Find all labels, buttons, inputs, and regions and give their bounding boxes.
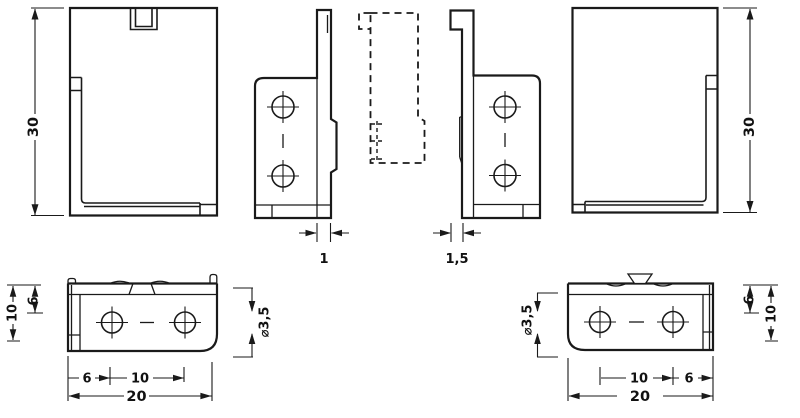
front-right-height-label: 30 <box>742 117 758 137</box>
front-right-height-dim-lines <box>723 7 757 214</box>
side-right-hole-crosshairs <box>489 91 521 192</box>
side-right-view: 1,5 <box>433 9 542 267</box>
front-left-view: 30 <box>26 6 219 217</box>
front-right-outline <box>571 6 719 214</box>
side-right-details <box>459 75 540 218</box>
front-right-view: 30 <box>571 6 758 214</box>
top-right-flange-depth-label: 6 <box>743 295 758 304</box>
side-right-thickness-label: 1,5 <box>445 252 468 267</box>
center-hidden-view <box>358 12 426 164</box>
top-left-depth-label: 10 <box>6 304 21 322</box>
top-right-hole-spacing-label: 10 <box>630 372 648 387</box>
top-left-edge-details <box>68 285 81 351</box>
side-right-dim-arrowheads <box>440 229 474 237</box>
side-right-thickness-dim-lines <box>433 223 481 242</box>
top-left-outline <box>66 282 219 353</box>
top-right-edge-to-hole-label: 6 <box>684 372 693 387</box>
top-right-edge-details <box>702 285 713 350</box>
side-left-details <box>255 15 331 218</box>
top-left-tab-and-bumps <box>109 280 171 295</box>
top-left-hole-spacing-label: 10 <box>131 372 149 387</box>
side-right-outline <box>449 9 542 220</box>
top-left-corner-hooks <box>67 273 218 288</box>
side-left-thickness-label: 1 <box>319 252 328 267</box>
hidden-top-tab <box>358 12 371 30</box>
top-right-hole-crosshairs <box>584 306 689 338</box>
side-left-dim-arrowheads <box>305 229 342 237</box>
side-left-outline <box>253 8 338 220</box>
top-right-depth-label: 10 <box>765 305 780 323</box>
side-left-thickness-dim-lines <box>299 223 349 242</box>
front-left-height-dim-lines <box>31 7 64 217</box>
top-left-flange-depth-label: 6 <box>27 296 42 305</box>
top-left-view: 10 6 ⌀3,5 6 10 20 <box>6 273 273 405</box>
top-left-hole-dia-dim-lines <box>233 287 253 358</box>
front-left-outline <box>68 6 219 217</box>
front-left-height-label: 30 <box>26 117 42 137</box>
side-left-view: 1 <box>253 8 349 267</box>
top-right-outline <box>566 282 715 352</box>
hidden-inner-marks <box>371 121 385 162</box>
top-left-hole-crosshairs <box>96 306 201 339</box>
hidden-outline <box>369 12 426 164</box>
top-left-width-label: 20 <box>126 389 146 405</box>
top-right-hole-diameter-label: ⌀3,5 <box>521 305 536 336</box>
top-left-edge-to-hole-label: 6 <box>82 372 91 387</box>
side-left-hole-crosshairs <box>267 91 299 192</box>
front-left-inner-flange <box>70 76 217 216</box>
top-left-hole-diameter-label: ⌀3,5 <box>258 307 273 338</box>
front-right-inner-flange <box>572 74 718 213</box>
front-left-top-notch <box>129 8 158 31</box>
top-right-view: ⌀3,5 10 6 20 6 10 <box>521 273 780 405</box>
top-right-tab <box>626 273 654 285</box>
top-right-bumps <box>606 283 673 287</box>
top-right-width-label: 20 <box>630 389 650 405</box>
